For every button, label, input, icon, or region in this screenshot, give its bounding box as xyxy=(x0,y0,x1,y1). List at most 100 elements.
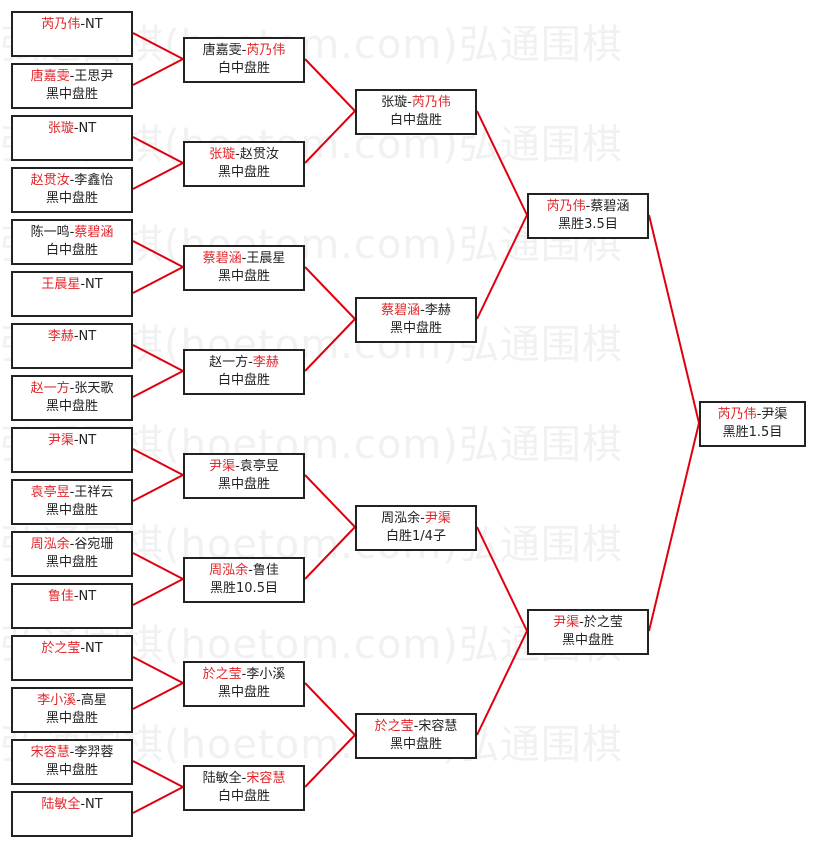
match-players: 於之莹-NT xyxy=(13,640,131,658)
winner-name: 赵一方 xyxy=(30,381,70,396)
match-result: 黑中盘胜 xyxy=(45,399,98,414)
bracket-connector xyxy=(476,526,528,632)
player-name: 陆敏全- xyxy=(202,771,247,786)
match-result: 黑中盘胜 xyxy=(217,165,270,180)
player-name: -尹渠 xyxy=(756,407,788,422)
match-box-round-1: 宋容慧-李羿蓉黑中盘胜 xyxy=(11,739,133,785)
winner-name: 芮乃伟 xyxy=(717,407,757,422)
match-players: 於之莹-李小溪 xyxy=(185,666,303,684)
match-result: 白胜1/4子 xyxy=(386,529,446,544)
match-result: 黑中盘胜 xyxy=(217,685,270,700)
match-players: 张璇-NT xyxy=(13,120,131,138)
winner-name: 袁亭昱 xyxy=(30,485,70,500)
match-players: 芮乃伟-尹渠 xyxy=(701,406,804,424)
match-players: 唐嘉雯-王思尹 xyxy=(13,68,131,86)
bracket-connector xyxy=(304,318,356,372)
winner-name: 宋容慧 xyxy=(246,771,286,786)
bracket-connector xyxy=(132,58,184,86)
match-box-round-2: 陆敏全-宋容慧白中盘胜 xyxy=(183,765,305,811)
bracket-connector xyxy=(304,682,356,736)
match-box-round-4: 尹渠-於之莹黑中盘胜 xyxy=(527,609,649,655)
player-name: -鲁佳 xyxy=(248,563,279,578)
winner-name: 张璇 xyxy=(209,147,236,162)
match-result: 黑中盘胜 xyxy=(45,711,98,726)
bracket-connector xyxy=(476,110,528,216)
player-name: -李赫 xyxy=(420,303,451,318)
player-name: 赵一方- xyxy=(209,355,253,370)
match-result: 黑中盘胜 xyxy=(217,269,270,284)
bracket-connector xyxy=(476,630,528,736)
match-players: 鲁佳-NT xyxy=(13,588,131,606)
bracket-connector xyxy=(476,214,528,320)
bracket-connector xyxy=(304,58,356,112)
match-players: 周泓余-尹渠 xyxy=(357,510,475,528)
match-players: 芮乃伟-NT xyxy=(13,16,131,34)
winner-name: 唐嘉雯 xyxy=(30,69,70,84)
match-box-round-1: 李小溪-高星黑中盘胜 xyxy=(11,687,133,733)
bracket-connector xyxy=(132,240,184,268)
winner-name: 蔡碧涵 xyxy=(202,251,242,266)
match-players: 周泓余-鲁佳 xyxy=(185,562,303,580)
bracket-connector xyxy=(132,786,184,814)
match-box-round-1: 鲁佳-NT xyxy=(11,583,133,629)
player-name: -NT xyxy=(73,433,97,448)
match-players: 蔡碧涵-李赫 xyxy=(357,302,475,320)
bracket-connector xyxy=(132,266,184,294)
winner-name: 芮乃伟 xyxy=(546,199,586,214)
bracket-connector xyxy=(132,760,184,788)
winner-name: 李小溪 xyxy=(37,693,77,708)
match-box-round-3: 於之莹-宋容慧黑中盘胜 xyxy=(355,713,477,759)
player-name: -李羿蓉 xyxy=(69,745,114,760)
player-name: -於之莹 xyxy=(579,615,623,630)
bracket-connector xyxy=(132,370,184,398)
match-result: 黑中盘胜 xyxy=(45,763,98,778)
match-players: 尹渠-袁亭昱 xyxy=(185,458,303,476)
match-result: 白中盘胜 xyxy=(389,113,442,128)
player-name: -NT xyxy=(80,797,103,812)
player-name: -NT xyxy=(73,329,97,344)
player-name: -张天歌 xyxy=(69,381,114,396)
match-box-round-3: 周泓余-尹渠白胜1/4子 xyxy=(355,505,477,551)
bracket-connector xyxy=(304,266,356,320)
player-name: -谷宛珊 xyxy=(69,537,114,552)
player-name: -李鑫怡 xyxy=(69,173,114,188)
player-name: -高星 xyxy=(76,693,107,708)
winner-name: 於之莹 xyxy=(374,719,414,734)
player-name: 陈一鸣- xyxy=(30,225,75,240)
player-name: -蔡碧涵 xyxy=(585,199,630,214)
player-name: -王晨星 xyxy=(241,251,286,266)
match-box-round-1: 赵一方-张天歌黑中盘胜 xyxy=(11,375,133,421)
winner-name: 王晨星 xyxy=(41,277,81,292)
player-name: -李小溪 xyxy=(241,667,286,682)
winner-name: 蔡碧涵 xyxy=(74,225,114,240)
match-result: 黑胜10.5目 xyxy=(210,581,278,596)
winner-name: 周泓余 xyxy=(209,563,249,578)
match-players: 赵一方-张天歌 xyxy=(13,380,131,398)
player-name: -NT xyxy=(80,17,103,32)
match-box-round-2: 於之莹-李小溪黑中盘胜 xyxy=(183,661,305,707)
match-players: 唐嘉雯-芮乃伟 xyxy=(185,42,303,60)
match-players: 张璇-赵贯汝 xyxy=(185,146,303,164)
player-name: 张璇- xyxy=(381,95,412,110)
match-box-round-1: 王晨星-NT xyxy=(11,271,133,317)
winner-name: 於之莹 xyxy=(41,641,81,656)
match-result: 黑中盘胜 xyxy=(389,737,442,752)
player-name: -NT xyxy=(73,589,97,604)
match-players: 於之莹-宋容慧 xyxy=(357,718,475,736)
match-box-round-5: 芮乃伟-尹渠黑胜1.5目 xyxy=(699,401,806,447)
match-players: 陆敏全-宋容慧 xyxy=(185,770,303,788)
bracket-connector xyxy=(648,214,700,424)
match-players: 王晨星-NT xyxy=(13,276,131,294)
match-box-round-1: 芮乃伟-NT xyxy=(11,11,133,57)
match-result: 黑中盘胜 xyxy=(561,633,614,648)
match-box-round-3: 张璇-芮乃伟白中盘胜 xyxy=(355,89,477,135)
match-result: 黑中盘胜 xyxy=(45,191,98,206)
match-box-round-2: 周泓余-鲁佳黑胜10.5目 xyxy=(183,557,305,603)
bracket-connector xyxy=(132,552,184,580)
match-box-round-1: 陈一鸣-蔡碧涵白中盘胜 xyxy=(11,219,133,265)
player-name: -宋容慧 xyxy=(413,719,458,734)
match-players: 尹渠-於之莹 xyxy=(529,614,647,632)
winner-name: 宋容慧 xyxy=(30,745,70,760)
